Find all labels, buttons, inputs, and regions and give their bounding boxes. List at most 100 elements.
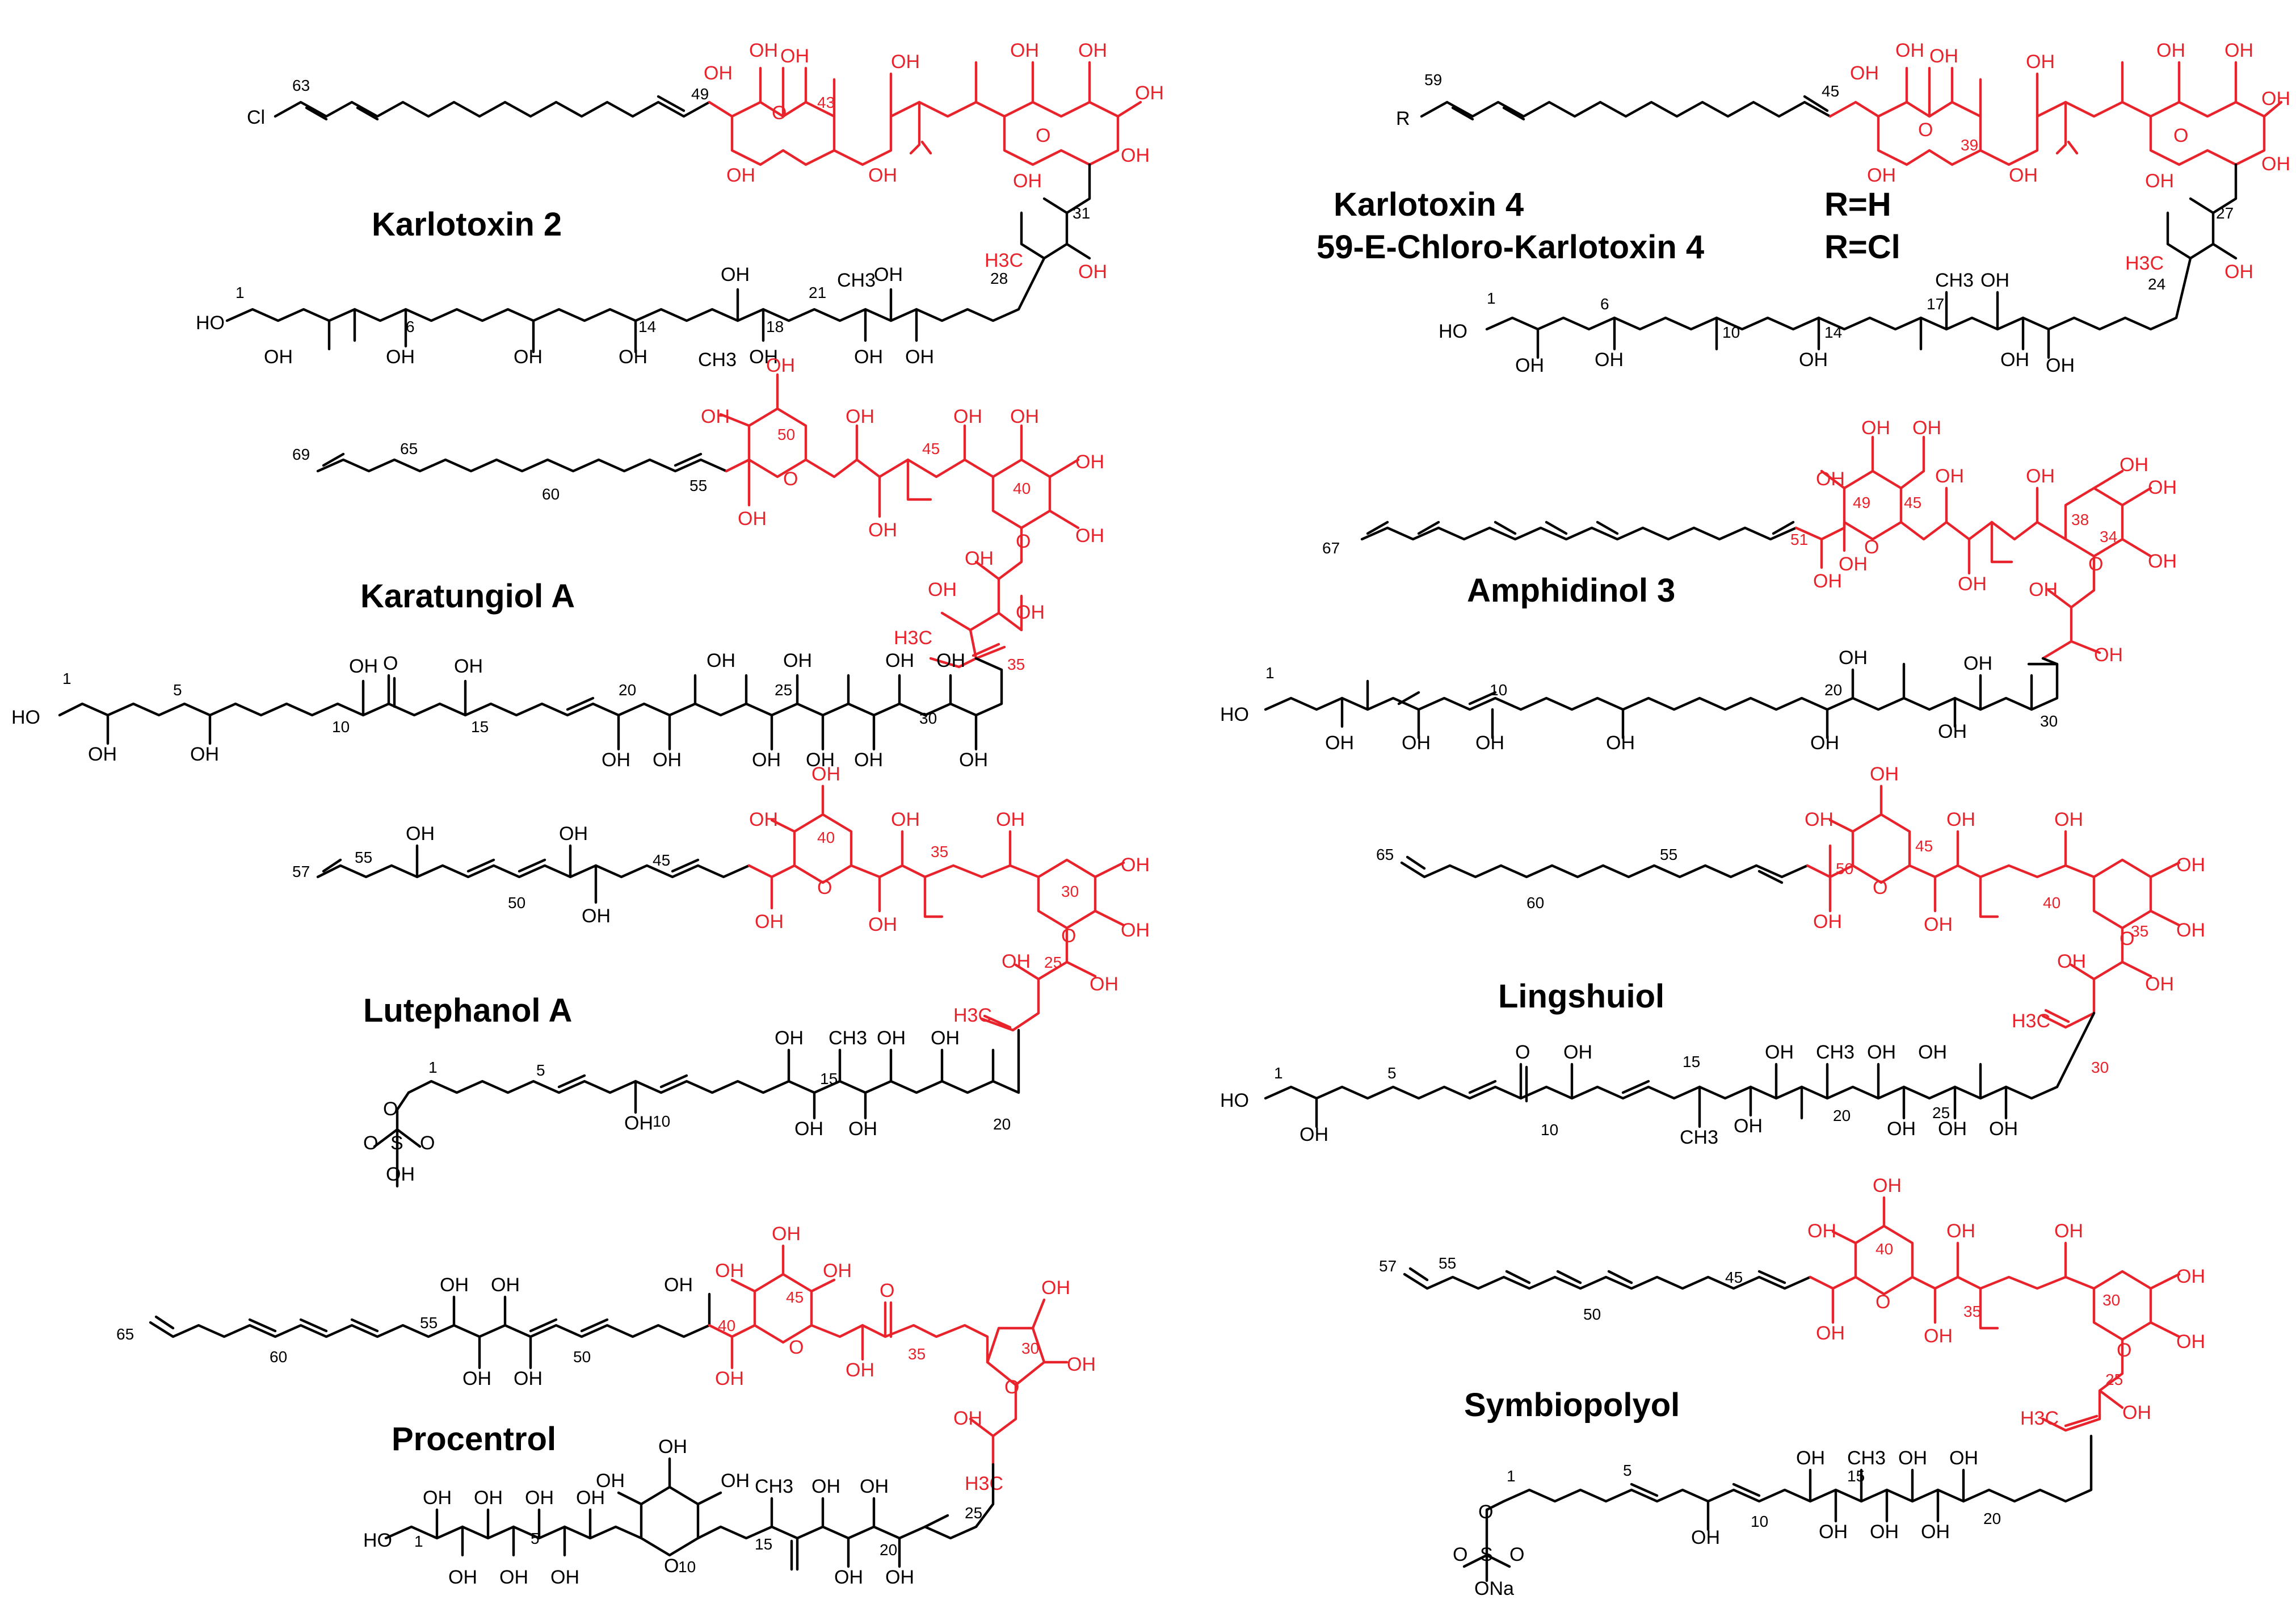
locant: 45 xyxy=(653,851,670,869)
hydroxyl-label: OH xyxy=(1595,349,1624,371)
locant: 10 xyxy=(1722,324,1740,341)
compound-name-lutephanol-a: Lutephanol A xyxy=(363,992,572,1029)
hydroxyl-label: OH xyxy=(780,45,809,67)
hydroxyl-label: OH xyxy=(624,1112,653,1134)
locant: 35 xyxy=(1007,656,1025,673)
sulfur-label: S xyxy=(390,1132,403,1154)
hydroxyl-label: OH xyxy=(1325,732,1354,754)
hydroxyl-label: OH xyxy=(1734,1115,1763,1137)
hydroxyl-label: OH xyxy=(1949,1447,1978,1469)
locant: 25 xyxy=(1932,1104,1950,1122)
hydroxyl-label: OH xyxy=(1805,809,1834,830)
locant: 60 xyxy=(1527,894,1544,912)
hydroxyl-label: OH xyxy=(1963,653,1992,674)
hydroxyl-label: OH xyxy=(701,406,730,427)
hydroxyl-label: OH xyxy=(559,823,588,845)
hydroxyl-label: OH xyxy=(1402,732,1431,754)
locant: 40 xyxy=(2043,894,2060,912)
hydroxyl-label: OH xyxy=(406,823,435,845)
hydroxyl-label: OH xyxy=(868,914,897,935)
hydroxyl-label: OH xyxy=(868,519,897,541)
locant: 5 xyxy=(173,681,182,699)
locant: 25 xyxy=(2105,1371,2123,1388)
hydroxyl-label: OH xyxy=(755,911,784,933)
hydroxyl-label: OH xyxy=(1873,1175,1902,1196)
hydroxyl-label: OH xyxy=(953,406,982,427)
hydroxyl-label: OH xyxy=(2120,454,2148,476)
hydroxyl-label: OH xyxy=(848,1118,877,1140)
karlotoxin-4-structure: R 59 45 OH OH OH OH OH OH OH OH O OH OH … xyxy=(1317,40,2290,376)
hydroxyl-label: OH xyxy=(1078,261,1107,283)
hydroxyl-label: OH xyxy=(1918,1042,1947,1063)
hydroxyl-label: OH xyxy=(931,1027,960,1049)
hydroxyl-label: OH xyxy=(811,763,840,785)
hydroxyl-label: OH xyxy=(1929,45,1958,67)
locant: 55 xyxy=(355,849,372,866)
locant: 51 xyxy=(1790,531,1808,548)
carbonyl-oxygen-label: O xyxy=(1515,1042,1530,1063)
methyl-label: H3C xyxy=(2125,253,2164,274)
hydroxyl-label: OH xyxy=(1796,1447,1825,1469)
locant: 30 xyxy=(2091,1059,2109,1076)
hydroxyl-label: OH xyxy=(88,744,117,765)
locant: 24 xyxy=(2148,275,2165,293)
methyl-label: CH3 xyxy=(829,1027,867,1049)
hydroxyl-label: OH xyxy=(582,905,611,927)
hydroxyl-label: OH xyxy=(550,1567,579,1588)
locant: 30 xyxy=(919,709,937,727)
hydroxyl-label: OH xyxy=(996,809,1025,830)
locant: 49 xyxy=(1853,494,1870,511)
karatungiol-a-structure: 69 65 60 55 50 45 40 35 OH OH OH O OH OH… xyxy=(11,355,1104,771)
locant: 30 xyxy=(1061,883,1079,900)
hydroxyl-label: HO xyxy=(1220,1090,1249,1111)
hydroxyl-label: OH xyxy=(1090,973,1118,995)
hydroxyl-label: OH xyxy=(1898,1447,1927,1469)
hydroxyl-label: OH xyxy=(2148,477,2177,498)
hydroxyl-label: OH xyxy=(2148,551,2177,572)
hydroxyl-label: OH xyxy=(2094,644,2123,666)
methyl-label: H3C xyxy=(953,1005,992,1026)
locant: 25 xyxy=(965,1504,982,1522)
hydroxyl-label: OH xyxy=(2026,51,2055,73)
locant: 50 xyxy=(573,1348,591,1366)
compound-name-karlotoxin-4: Karlotoxin 4 xyxy=(1334,186,1524,223)
hydroxyl-label: OH xyxy=(499,1567,528,1588)
methyl-label: H3C xyxy=(2012,1010,2050,1032)
hydroxyl-label: HO xyxy=(363,1530,392,1551)
methyl-label: H3C xyxy=(985,250,1023,271)
hydroxyl-label: OH xyxy=(1946,809,1975,830)
hydroxyl-label: OH xyxy=(1816,1322,1845,1344)
hydroxyl-label: OH xyxy=(2176,1266,2205,1287)
locant: 40 xyxy=(1876,1240,1893,1258)
compound-name-amphidinol-3: Amphidinol 3 xyxy=(1467,572,1675,609)
hydroxyl-label: OH xyxy=(1002,951,1031,972)
hydroxyl-label: OH xyxy=(525,1487,554,1509)
locant: 30 xyxy=(2102,1291,2120,1309)
locant: 31 xyxy=(1073,204,1090,222)
locant: 34 xyxy=(2100,528,2117,545)
hydroxyl-label: OH xyxy=(794,1118,823,1140)
locant: 1 xyxy=(1507,1467,1516,1485)
hydroxyl-label: OH xyxy=(854,346,883,368)
hydroxyl-label: OH xyxy=(1807,1220,1836,1242)
locant: 45 xyxy=(1822,82,1839,100)
hydroxyl-label: OH xyxy=(1816,468,1845,490)
hydroxyl-label: OH xyxy=(1041,1277,1070,1299)
locant: 65 xyxy=(1376,846,1394,863)
methyl-label: CH3 xyxy=(1935,270,1974,291)
hydroxyl-label: OH xyxy=(874,264,903,285)
methyl-label: H3C xyxy=(894,627,932,649)
locant: 45 xyxy=(922,440,940,457)
ring-oxygen-label: O xyxy=(1918,119,1933,141)
locant: 1 xyxy=(62,670,72,687)
compound-name-procentrol: Procentrol xyxy=(392,1421,556,1458)
hydroxyl-label: OH xyxy=(2156,40,2185,61)
hydroxyl-label: OH xyxy=(1895,40,1924,61)
hydroxyl-label: OH xyxy=(2057,951,2086,972)
hydroxyl-label: OH xyxy=(1765,1042,1794,1063)
locant: 39 xyxy=(1961,136,1978,154)
hydroxyl-label: OH xyxy=(1813,911,1842,933)
hydroxyl-label: OH xyxy=(811,1476,840,1497)
methyl-label: CH3 xyxy=(1816,1042,1855,1063)
